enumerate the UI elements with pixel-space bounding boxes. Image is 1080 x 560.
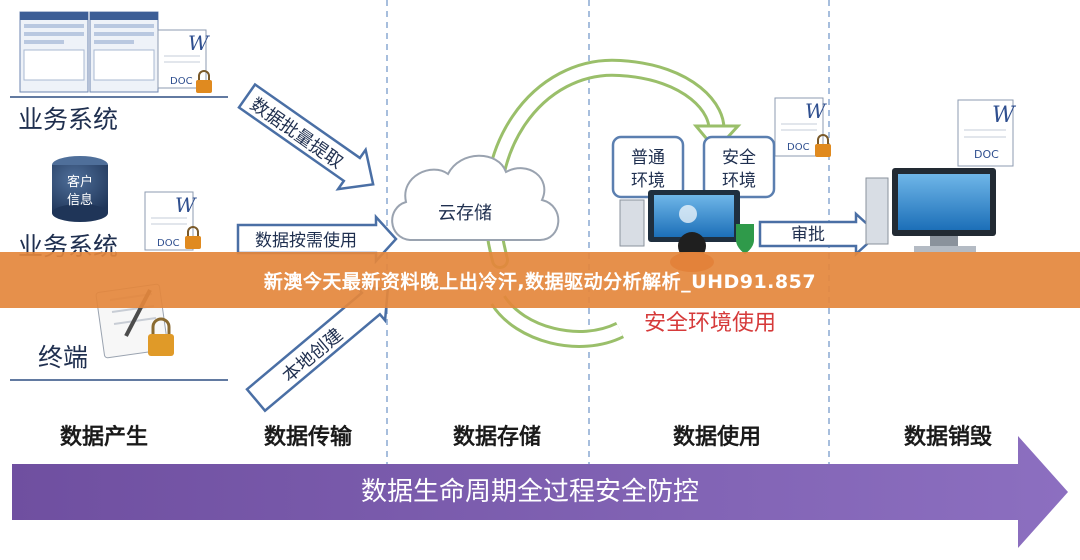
lifecycle-protection-arrow: 数据生命周期全过程安全防控 <box>12 436 1068 548</box>
lifecycle-protection-label: 数据生命周期全过程安全防控 <box>361 477 699 507</box>
svg-text:安全: 安全 <box>722 148 756 168</box>
svg-text:环境: 环境 <box>631 171 665 191</box>
svg-text:W: W <box>992 103 1017 128</box>
padlock-icon <box>148 334 174 356</box>
arrow-approve: 审批 <box>760 214 878 254</box>
svg-text:W: W <box>188 31 210 55</box>
svg-text:普通: 普通 <box>631 148 665 168</box>
stage-generate: 数据产生 <box>60 424 148 450</box>
cloud-storage-icon: 云存储 <box>392 156 558 240</box>
stage-destroy: 数据销毁 <box>904 424 992 450</box>
doc-icon: W DOC <box>158 30 212 93</box>
stage-store: 数据存储 <box>453 424 541 450</box>
doc-icon: W DOC <box>145 192 201 250</box>
doc-icon: W DOC <box>958 100 1017 166</box>
lock-icon <box>815 144 831 157</box>
svg-text:信息: 信息 <box>67 192 93 208</box>
svg-text:DOC: DOC <box>170 76 193 87</box>
secure-env-box: 安全 环境 <box>704 137 774 197</box>
stage-transmit: 数据传输 <box>264 424 353 450</box>
stage-use: 数据使用 <box>673 424 761 450</box>
svg-text:DOC: DOC <box>157 238 180 249</box>
svg-text:W: W <box>805 99 827 123</box>
secure-env-use-label: 安全环境使用 <box>644 311 776 336</box>
lock-icon <box>196 80 212 93</box>
system-screenshot-thumbnails <box>20 12 158 92</box>
svg-text:W: W <box>175 193 197 217</box>
business-system-label-1: 业务系统 <box>18 105 118 134</box>
svg-text:数据按需使用: 数据按需使用 <box>255 230 357 251</box>
browser-icon <box>679 205 697 223</box>
svg-text:DOC: DOC <box>974 148 999 161</box>
svg-text:数据批量提取: 数据批量提取 <box>246 94 347 173</box>
banner-title: 新澳今天最新资料晚上出冷汗,数据驱动分析解析_UHD91.857 <box>264 267 816 294</box>
svg-text:审批: 审批 <box>791 225 825 245</box>
svg-text:环境: 环境 <box>722 171 756 191</box>
lock-icon <box>185 236 201 249</box>
normal-env-box: 普通 环境 <box>613 137 683 197</box>
stage-labels: 数据产生 数据传输 数据存储 数据使用 数据销毁 <box>60 424 992 450</box>
cloud-storage-label: 云存储 <box>438 203 492 224</box>
database-icon: 客户 信息 <box>52 156 108 222</box>
svg-text:DOC: DOC <box>787 142 810 153</box>
arrow-batch-extract: 数据批量提取 <box>233 76 387 204</box>
shield-icon <box>736 224 754 254</box>
destroy-computer-icon <box>866 168 996 252</box>
title-banner: 新澳今天最新资料晚上出冷汗,数据驱动分析解析_UHD91.857 <box>0 252 1080 308</box>
svg-text:客户: 客户 <box>67 174 93 190</box>
doc-icon: W DOC <box>775 98 831 157</box>
terminal-label: 终端 <box>38 343 88 372</box>
